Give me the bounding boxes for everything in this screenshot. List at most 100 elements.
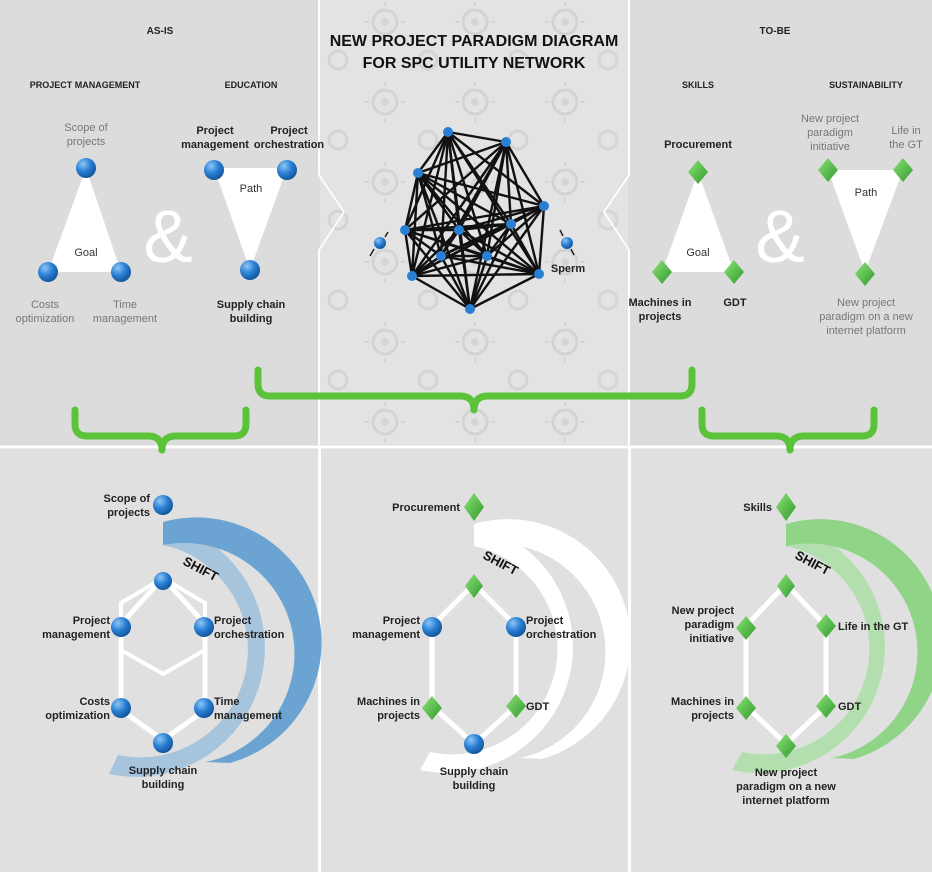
sust-path-triangle	[828, 170, 903, 272]
edu-pm-label-1: Project	[196, 125, 234, 137]
br-npi-label-2: paradigm	[684, 619, 734, 631]
costs-label-1: Costs	[31, 299, 60, 311]
network-node	[436, 251, 446, 261]
edu-po-label-1: Project	[270, 125, 308, 137]
diagram-title-line2: FOR SPC UTILITY NETWORK	[363, 55, 586, 72]
br-gdt-label: GDT	[838, 701, 862, 713]
bc-po-label-2: orchestration	[526, 629, 597, 641]
procurement-label: Procurement	[664, 139, 732, 151]
network-edge	[485, 141, 508, 257]
bl-time-label-2: management	[214, 710, 282, 722]
bl-pm-node	[111, 617, 131, 637]
network-edge	[417, 171, 512, 226]
costs-node	[38, 262, 58, 282]
bc-po-label-1: Project	[526, 615, 564, 627]
sperm-label: Sperm	[551, 263, 585, 275]
gdt-node	[724, 260, 744, 284]
network-edge	[469, 272, 540, 311]
network-edge	[447, 131, 545, 207]
pm-heading: PROJECT MANAGEMENT	[30, 80, 141, 90]
network-edge	[403, 229, 414, 277]
machines-label-2: projects	[639, 311, 682, 323]
bl-po-label-2: orchestration	[214, 629, 285, 641]
bc-pm-label-1: Project	[383, 615, 421, 627]
network-edge	[404, 141, 507, 231]
br-npp-label-3: internet platform	[742, 795, 830, 807]
sperm-icon	[559, 229, 575, 256]
bracket-center	[254, 366, 696, 414]
bl-sc-node	[153, 733, 173, 753]
edu-sc-node	[240, 260, 260, 280]
br-life-node	[816, 614, 836, 638]
br-npp-label-1: New project	[755, 767, 818, 779]
network-node	[400, 225, 410, 235]
network-node	[454, 225, 464, 235]
sust-heading: SUSTAINABILITY	[829, 80, 903, 90]
diagram-title-line1: NEW PROJECT PARADIGM DIAGRAM	[330, 33, 619, 50]
network-node	[465, 304, 475, 314]
to-be-heading: TO-BE	[760, 26, 791, 37]
network-edge	[403, 172, 420, 231]
sust-path-label: Path	[855, 187, 878, 199]
npp-label-1: New project	[837, 297, 895, 309]
bl-top-node	[154, 572, 172, 590]
network-edge	[446, 131, 489, 257]
edu-triangle-group: EDUCATION Path Project management Projec…	[181, 80, 324, 325]
bc-top-node	[465, 574, 483, 598]
npi-label-3: initiative	[810, 141, 850, 153]
scope-label-1: Scope of	[64, 122, 108, 134]
network-edge	[509, 223, 541, 275]
bc-gdt-label: GDT	[526, 701, 550, 713]
skills-heading: SKILLS	[682, 80, 714, 90]
skills-goal-label: Goal	[686, 247, 709, 259]
bc-procurement-label: Procurement	[392, 502, 460, 514]
network-node	[539, 201, 549, 211]
bc-pm-label-2: management	[352, 629, 420, 641]
ampersand-left: &	[143, 195, 192, 278]
as-is-heading: AS-IS	[147, 26, 174, 37]
goal-triangle	[48, 168, 121, 272]
network-edge	[404, 229, 442, 257]
network-node	[534, 269, 544, 279]
bl-sc-label-1: Supply chain	[129, 765, 198, 777]
bracket-right	[698, 406, 878, 454]
npp-node	[855, 262, 875, 286]
npi-label-1: New project	[801, 113, 859, 125]
network-edge	[411, 274, 471, 311]
panel-bottom-left	[0, 449, 318, 872]
network-node	[407, 271, 417, 281]
br-npi-label-3: initiative	[689, 633, 734, 645]
pm-triangle-group: PROJECT MANAGEMENT Goal Scope of project…	[16, 80, 157, 325]
br-life-label: Life in the GT	[838, 621, 909, 633]
bl-time-label-1: Time	[214, 696, 239, 708]
life-label-1: Life in	[891, 125, 920, 137]
network-edge	[458, 229, 488, 257]
br-npi-label-1: New project	[672, 605, 735, 617]
network-edge	[447, 130, 507, 144]
network-edge	[417, 140, 507, 175]
path-triangle	[214, 168, 287, 270]
npp-label-3: internet platform	[826, 325, 905, 337]
network-edge	[504, 141, 541, 275]
skills-goal-triangle	[662, 172, 734, 272]
network-edge	[457, 229, 472, 310]
goal-label: Goal	[74, 247, 97, 259]
bl-sc-label-2: building	[142, 779, 185, 791]
network-edge	[417, 171, 545, 208]
br-machines-node	[736, 696, 756, 720]
bl-costs-label-2: optimization	[45, 710, 110, 722]
bl-po-label-1: Project	[214, 615, 252, 627]
network-edge	[410, 172, 420, 277]
network-edge	[417, 131, 449, 174]
bl-po-node	[194, 617, 214, 637]
life-label-2: the GT	[889, 139, 923, 151]
network-graph	[400, 127, 549, 314]
network-edge	[439, 255, 472, 310]
scope-node	[76, 158, 96, 178]
br-machines-label-2: projects	[691, 710, 734, 722]
bl-costs-label-1: Costs	[79, 696, 110, 708]
npi-label-2: paradigm	[807, 127, 853, 139]
bc-sc-label-1: Supply chain	[440, 766, 509, 778]
br-top-node	[777, 574, 795, 598]
